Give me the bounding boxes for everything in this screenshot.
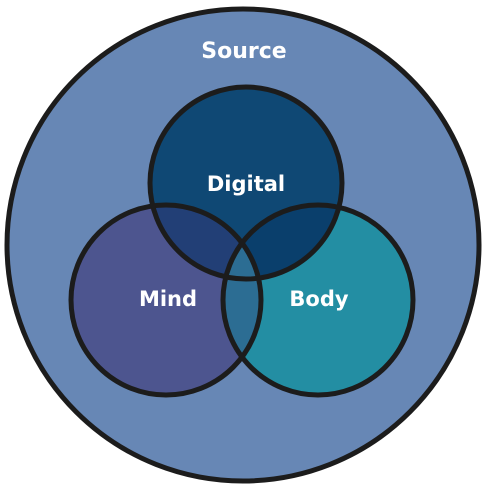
source-label: Source [201, 39, 286, 64]
mind-circle-outline [68, 202, 264, 398]
digital-circle-outline [147, 84, 345, 282]
body-digital-overlap [223, 205, 342, 279]
body-label: Body [289, 287, 348, 311]
mind-label: Mind [139, 287, 197, 311]
digital-label: Digital [207, 172, 285, 196]
body-circle-outline [220, 202, 416, 398]
mind-digital-overlap [150, 205, 261, 279]
